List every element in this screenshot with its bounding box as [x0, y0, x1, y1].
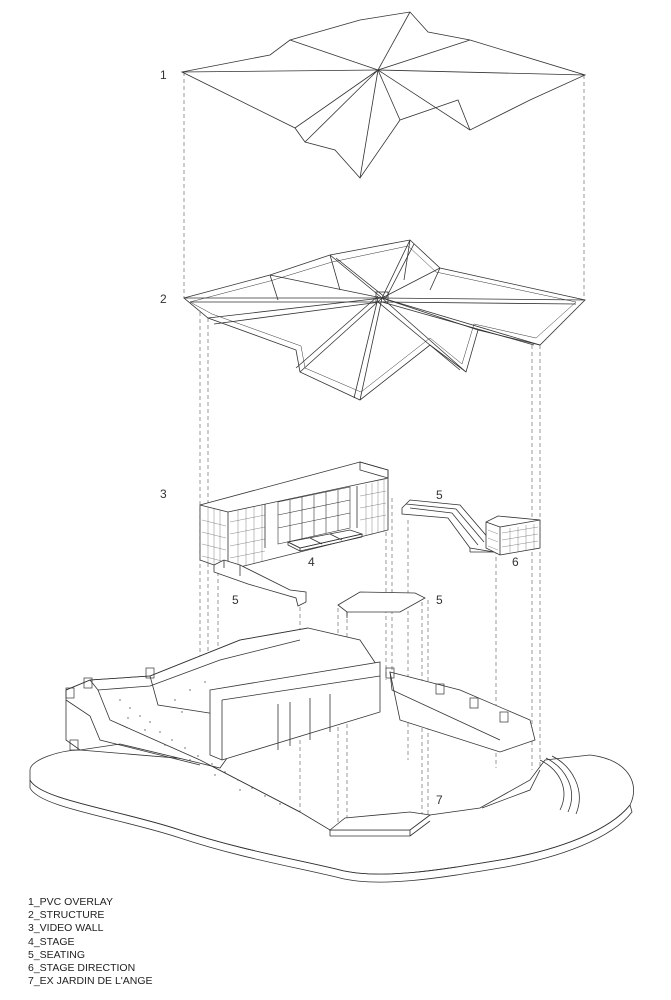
legend-item: 6_STAGE DIRECTION	[28, 962, 136, 975]
stage-platform	[286, 529, 364, 552]
legend-item: 5_SEATING	[28, 948, 85, 961]
label-seating-right: 5	[436, 488, 443, 502]
label-seating-left: 5	[232, 593, 239, 607]
structure-layer	[183, 239, 586, 401]
label-stage-direction: 6	[512, 555, 519, 569]
label-pvc-overlay: 1	[160, 68, 167, 82]
garden-site-base	[29, 627, 634, 883]
label-stage: 4	[308, 555, 315, 569]
label-video-wall: 3	[160, 487, 167, 501]
label-structure: 2	[160, 292, 167, 306]
legend-item: 7_EX JARDIN DE L'ANGE	[28, 975, 153, 988]
legend-item: 1_PVC OVERLAY	[28, 896, 114, 908]
seating-center	[337, 591, 426, 618]
label-garden: 7	[436, 793, 443, 807]
legend-item: 3_VIDEO WALL	[28, 922, 104, 935]
video-wall	[199, 461, 389, 571]
pvc-overlay-layer	[180, 11, 587, 179]
stage-direction-booth	[485, 515, 541, 556]
legend-item: 4_STAGE	[28, 935, 75, 948]
legend-item: 2_STRUCTURE	[28, 909, 105, 922]
seating-right	[401, 499, 495, 553]
legend: 1_PVC OVERLAY 2_STRUCTURE 3_VIDEO WALL 4…	[28, 896, 153, 988]
label-seating-center: 5	[436, 593, 443, 607]
seating-left	[213, 559, 307, 607]
